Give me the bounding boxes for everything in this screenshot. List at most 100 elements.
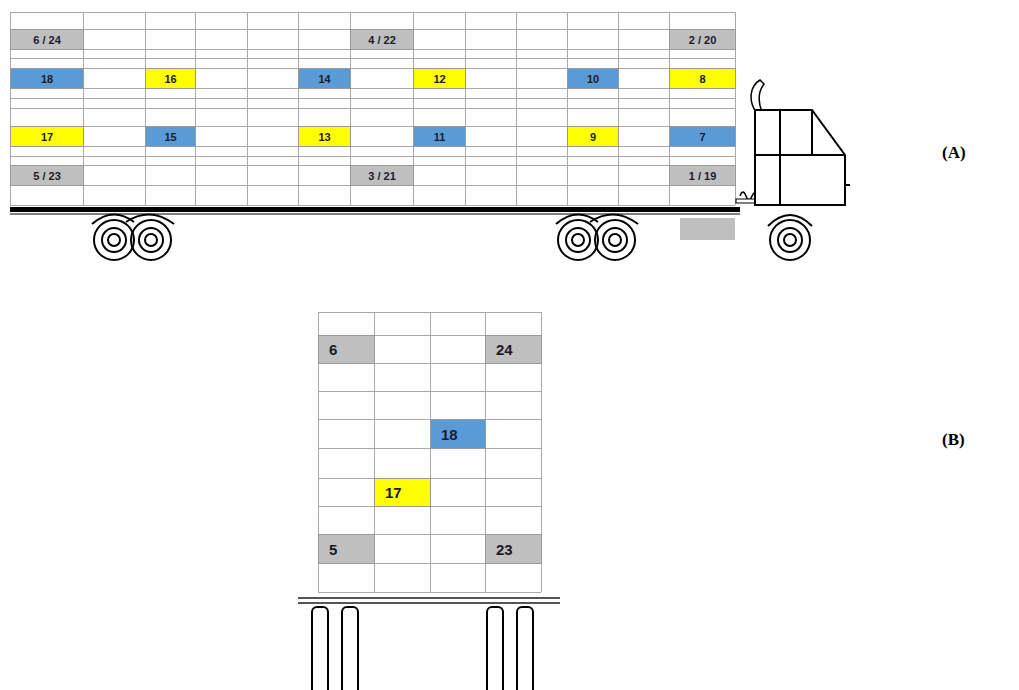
grid-line: [567, 12, 568, 205]
wheel-rim: [778, 228, 802, 252]
wheel: [770, 220, 810, 260]
cab-beltline: [755, 154, 845, 156]
view-label: (B): [942, 430, 965, 450]
wheel-pair: [558, 220, 635, 260]
wheel-rim: [603, 228, 627, 252]
grid-line: [10, 146, 735, 147]
slot-cell: 11: [413, 126, 466, 147]
grid-line: [618, 12, 619, 205]
grid-line: [195, 12, 196, 205]
slot-cell: 9: [567, 126, 619, 147]
cab-body: [755, 110, 845, 205]
slot-number: 13: [318, 131, 330, 143]
slot-cell: 17: [374, 478, 431, 507]
rear-floor: [298, 602, 560, 604]
grid-line: [298, 12, 299, 205]
slot-cell: 8: [669, 68, 736, 89]
slot-cell: 18: [430, 419, 486, 449]
grid-line: [10, 126, 735, 127]
wheel-hub: [609, 234, 621, 246]
wheel: [131, 220, 171, 260]
rear-tire: [342, 607, 358, 690]
rear-floor: [298, 597, 560, 599]
wheel-hub: [784, 234, 796, 246]
slot-number: 6 / 24: [33, 34, 61, 46]
wheel: [595, 220, 635, 260]
slot-number: 1 / 19: [689, 170, 717, 182]
slot-number: 8: [699, 73, 705, 85]
grid-line: [10, 108, 735, 109]
grid-line: [516, 12, 517, 205]
paired-slot-cell: 6: [318, 335, 375, 364]
wheel: [558, 220, 598, 260]
slot-number: 5 / 23: [33, 170, 61, 182]
wheel-hub: [145, 234, 157, 246]
wheel-hub: [572, 234, 584, 246]
exhaust-stack: [751, 80, 764, 112]
slot-number: 15: [164, 131, 176, 143]
grid-line: [430, 312, 431, 592]
front-wheel: [770, 220, 810, 260]
paired-slot-cell: 5 / 23: [10, 165, 84, 186]
load-grid: [10, 12, 736, 593]
slot-number: 5: [329, 541, 337, 558]
paired-slot-cell: 24: [485, 335, 542, 364]
slot-number: 2 / 20: [689, 34, 717, 46]
paired-slot-cell: 23: [485, 534, 542, 564]
wheel-rim: [102, 228, 126, 252]
slot-number: 7: [699, 131, 705, 143]
slot-cell: 10: [567, 68, 619, 89]
slot-cell: 13: [298, 126, 351, 147]
grid-line: [318, 391, 541, 392]
slot-number: 11: [434, 131, 446, 143]
wheel-hub: [108, 234, 120, 246]
slot-number: 17: [41, 131, 53, 143]
slot-cell: 18: [10, 68, 84, 89]
slot-number: 24: [496, 341, 513, 358]
slot-number: 23: [496, 541, 513, 558]
landing-gear: [680, 218, 735, 240]
grid-line: [10, 12, 735, 13]
rear-tire: [517, 607, 533, 690]
grid-line: [10, 98, 735, 99]
slot-number: 6: [329, 341, 337, 358]
paired-slot-cell: 1 / 19: [669, 165, 736, 186]
paired-slot-cell: 5: [318, 534, 375, 564]
slot-cell: 15: [145, 126, 196, 147]
grid-line: [318, 312, 541, 313]
slot-number: 17: [385, 484, 402, 501]
grid-line: [145, 12, 146, 205]
slot-number: 18: [441, 426, 458, 443]
slot-number: 16: [164, 73, 176, 85]
slot-cell: 12: [413, 68, 466, 89]
bumper: [845, 184, 850, 186]
grid-line: [10, 205, 735, 206]
paired-slot-cell: 6 / 24: [10, 29, 84, 50]
grid-line: [247, 12, 248, 205]
slot-cell: 16: [145, 68, 196, 89]
slot-number: 18: [41, 73, 53, 85]
slot-cell: 7: [669, 126, 736, 147]
paired-slot-cell: 2 / 20: [669, 29, 736, 50]
cab-window: [811, 110, 813, 155]
slot-number: 9: [590, 131, 596, 143]
slot-number: 4 / 22: [368, 34, 396, 46]
grid-line: [10, 88, 735, 89]
paired-slot-cell: 4 / 22: [350, 29, 414, 50]
rear-tire: [312, 607, 328, 690]
rear-wheels: [312, 607, 533, 690]
slot-number: 14: [318, 73, 330, 85]
slot-cell: 14: [298, 68, 351, 89]
slot-number: 10: [587, 73, 599, 85]
grid-line: [465, 12, 466, 205]
fifth-wheel: [736, 199, 756, 203]
view-label: (A): [942, 143, 966, 163]
wheel: [94, 220, 134, 260]
slot-number: 3 / 21: [368, 170, 396, 182]
wheel-rim: [566, 228, 590, 252]
wheel-pair: [94, 220, 171, 260]
grid-line: [10, 58, 735, 59]
slot-cell: 17: [10, 126, 84, 147]
trailer-floor: [10, 207, 740, 212]
